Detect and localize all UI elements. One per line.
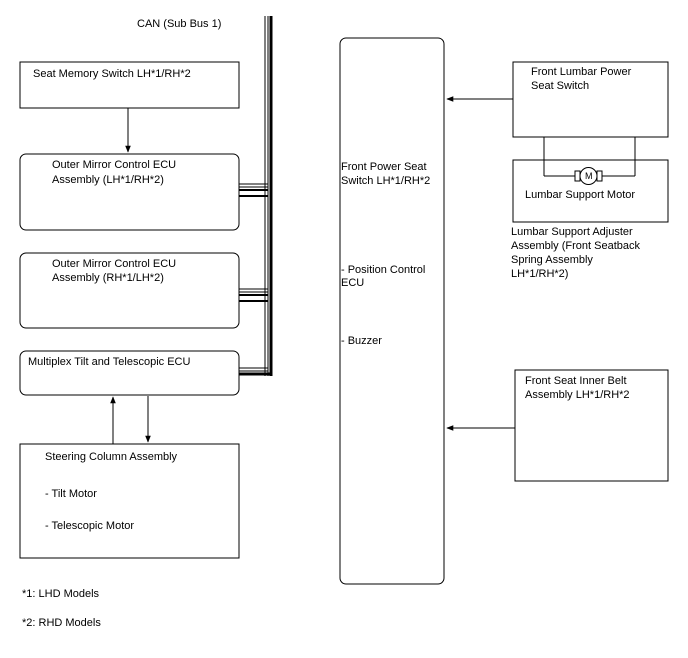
position-control-item-line1: - Position Control xyxy=(341,264,426,276)
outer-mirror-ecu-2-box xyxy=(19,252,240,329)
inner-belt-box xyxy=(514,369,669,482)
seat-switch-title-line1: Front Power Seat xyxy=(341,161,427,173)
motor-symbol-icon xyxy=(574,167,603,185)
telescopic-motor-item: - Telescopic Motor xyxy=(45,520,135,532)
lumbar-switch-label-line2: Seat Switch xyxy=(531,80,590,92)
seat-memory-switch-label: Seat Memory Switch LH*1/RH*2 xyxy=(33,68,191,80)
outer-mirror-ecu-2-label-line2: Assembly (RH*1/LH*2) xyxy=(52,272,164,284)
tilt-telescopic-ecu-box xyxy=(19,350,240,396)
lumbar-motor-label: Lumbar Support Motor xyxy=(525,189,636,201)
front-power-seat-switch-box xyxy=(339,37,445,585)
lumbar-switch-label-line1: Front Lumbar Power xyxy=(531,66,632,78)
bus-connector-mirror-2 xyxy=(239,195,268,302)
position-control-item-line2: ECU xyxy=(341,277,365,289)
lumbar-adjuster-line3: Spring Assembly xyxy=(511,254,593,266)
bus-connector-tilt-ecu xyxy=(239,367,272,376)
seat-switch-title-line2: Switch LH*1/RH*2 xyxy=(341,175,431,187)
note-rhd: *2: RHD Models xyxy=(22,617,101,629)
outer-mirror-ecu-2-label-line1: Outer Mirror Control ECU xyxy=(52,258,177,270)
steering-column-title: Steering Column Assembly xyxy=(45,451,178,463)
motor-symbol-letter: M xyxy=(585,171,593,181)
outer-mirror-ecu-1-label-line1: Outer Mirror Control ECU xyxy=(52,159,177,171)
seat-memory-switch-box xyxy=(19,61,240,109)
outer-mirror-ecu-1-label-line2: Assembly (LH*1/RH*2) xyxy=(52,174,164,186)
lumbar-adjuster-line1: Lumbar Support Adjuster xyxy=(511,226,633,238)
steering-column-box xyxy=(19,443,240,559)
lumbar-motor-wiring xyxy=(543,137,636,177)
buzzer-item: - Buzzer xyxy=(341,335,382,347)
note-lhd: *1: LHD Models xyxy=(22,588,100,600)
inner-belt-label-line2: Assembly LH*1/RH*2 xyxy=(525,389,630,401)
bus-connector-mirror-1 xyxy=(239,183,268,191)
inner-belt-label-line1: Front Seat Inner Belt xyxy=(525,375,627,387)
lumbar-adjuster-line4: LH*1/RH*2) xyxy=(511,268,569,280)
lumbar-adjuster-line2: Assembly (Front Seatback xyxy=(511,240,640,252)
tilt-telescopic-ecu-label: Multiplex Tilt and Telescopic ECU xyxy=(28,356,191,368)
tilt-motor-item: - Tilt Motor xyxy=(45,488,97,500)
outer-mirror-ecu-1-box xyxy=(19,153,240,231)
can-bus-label: CAN (Sub Bus 1) xyxy=(137,18,222,30)
